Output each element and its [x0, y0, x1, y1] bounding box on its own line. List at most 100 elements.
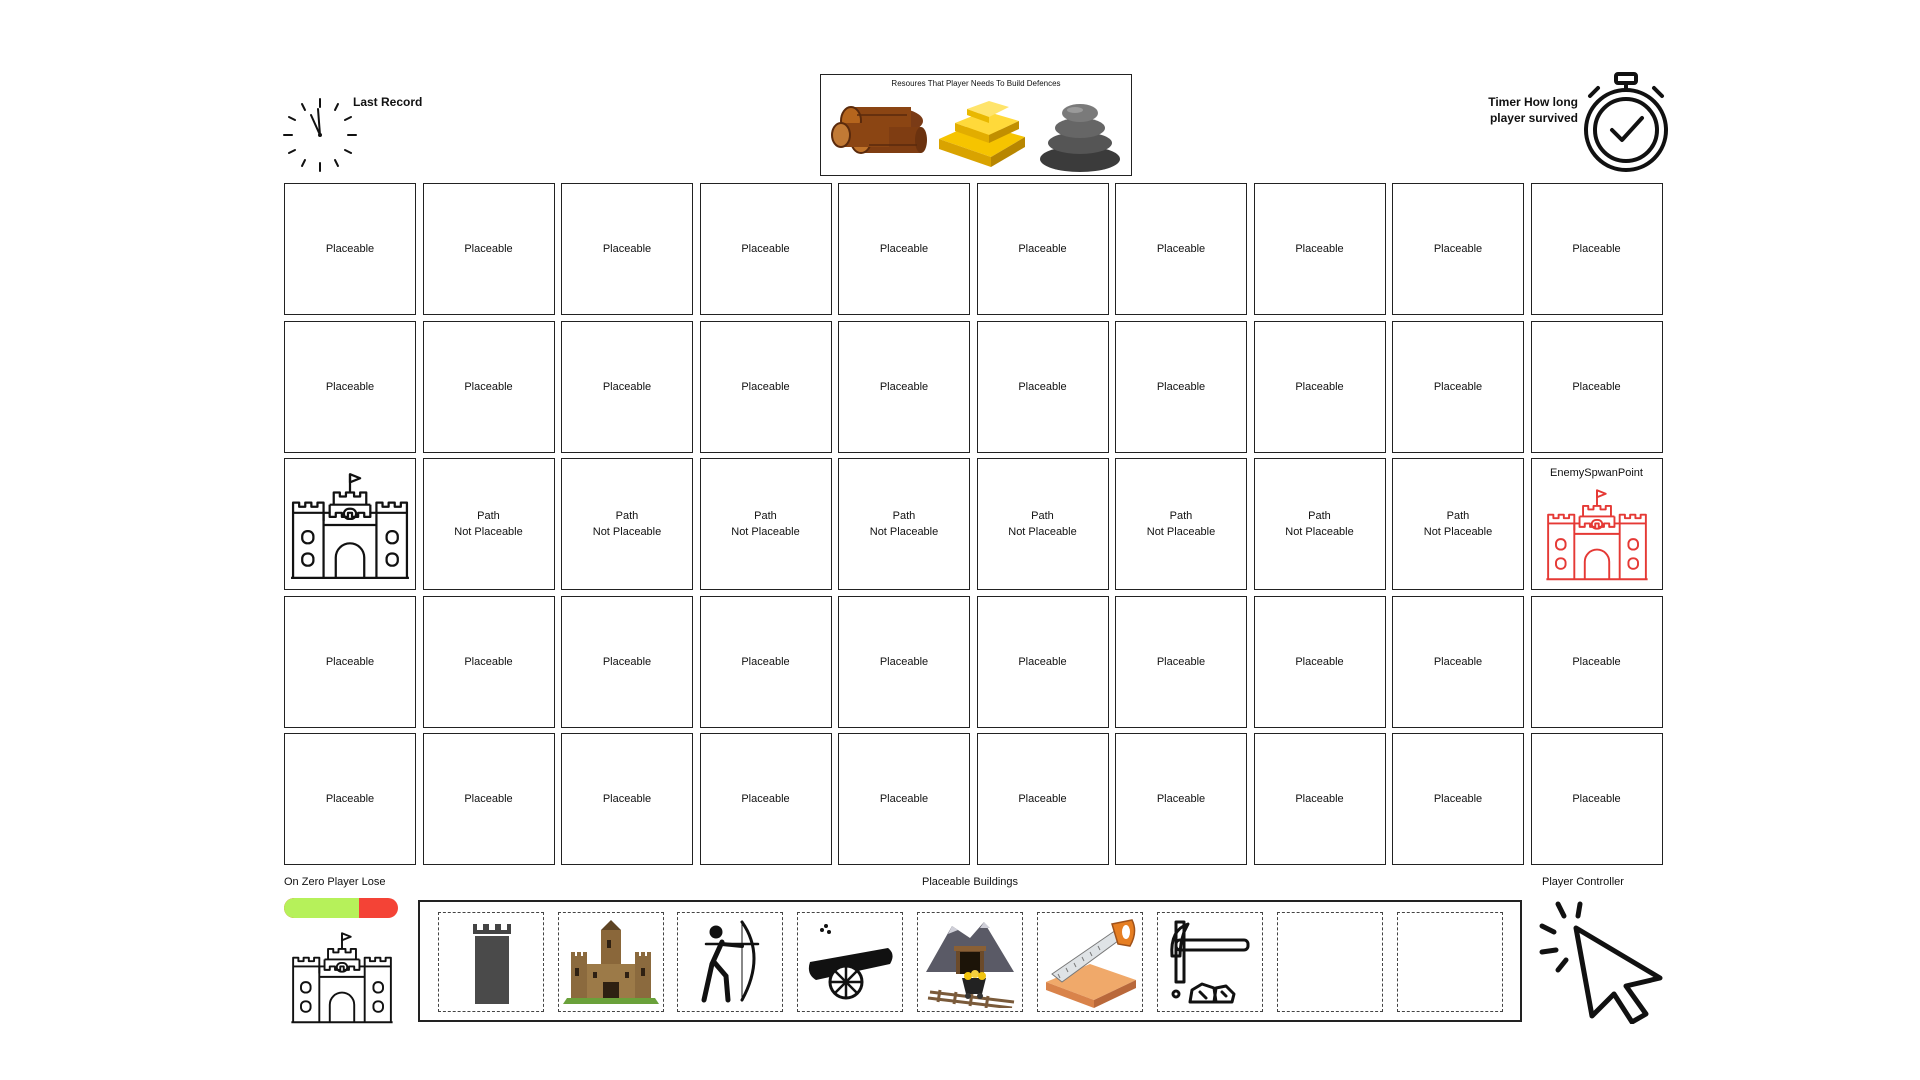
grid-cell-path[interactable]: Path Not Placeable — [1253, 458, 1386, 590]
grid-cell-placeable[interactable]: Placeable — [284, 733, 416, 865]
grid-cell-label: Placeable — [879, 243, 929, 255]
grid-cell-placeable[interactable]: Placeable — [1530, 595, 1663, 728]
grid-cell-label: Path Not Placeable — [1146, 510, 1216, 538]
building-slot-gold-mine[interactable] — [917, 912, 1023, 1012]
grid-cell-placeable[interactable]: Placeable — [1115, 733, 1247, 865]
grid-cell-label: Path Not Placeable — [1008, 510, 1077, 538]
grid-cell-placeable[interactable]: Placeable — [1392, 183, 1524, 315]
grid-cell-path[interactable]: Path Not Placeable — [838, 458, 970, 590]
grid-cell-placeable[interactable]: Placeable — [1253, 595, 1386, 728]
grid-cell-label: Path Not Placeable — [592, 510, 662, 538]
grid-cell-placeable[interactable]: Placeable — [976, 733, 1109, 865]
grid-cell-placeable[interactable]: Placeable — [1253, 733, 1386, 865]
grid-cell-label: Placeable — [879, 655, 929, 668]
grid-cell-placeable[interactable]: Placeable — [699, 595, 832, 728]
grid-cell-label: Placeable — [1156, 243, 1206, 255]
grid-cell-placeable[interactable]: Placeable — [838, 320, 970, 453]
grid-cell-placeable[interactable]: Placeable — [1115, 183, 1247, 315]
cannon-icon — [808, 924, 893, 1000]
grid-cell-placeable[interactable]: Placeable — [422, 595, 555, 728]
grid-cell-label: Path Not Placeable — [869, 510, 939, 538]
grid-cell-label: Placeable — [602, 793, 652, 805]
gold-bars-icon — [939, 101, 1025, 167]
grid-cell-placeable[interactable]: Placeable — [1530, 183, 1663, 315]
player-base-castle-icon — [291, 932, 393, 1024]
grid-cell-placeable[interactable]: Placeable — [838, 733, 970, 865]
grid-cell-placeable[interactable]: Placeable — [284, 320, 416, 453]
click-cursor-icon[interactable] — [1536, 898, 1668, 1024]
building-slot-sawmill[interactable] — [1037, 912, 1143, 1012]
grid-cell-placeable[interactable]: Placeable — [284, 595, 416, 728]
grid-cell-placeable[interactable]: Placeable — [1115, 320, 1247, 453]
grid-cell-placeable[interactable]: Placeable — [422, 183, 555, 315]
grid-cell-path[interactable]: Path Not Placeable — [699, 458, 832, 590]
grid-cell-placeable[interactable]: Placeable — [976, 595, 1109, 728]
grid-cell-path[interactable]: Path Not Placeable — [422, 458, 555, 590]
placeable-buildings-panel — [418, 900, 1522, 1022]
building-slot-archer[interactable] — [677, 912, 783, 1012]
player-health-section: On Zero Player Lose — [284, 872, 404, 1032]
grid-cell-placeable[interactable]: Placeable — [976, 320, 1109, 453]
grid-cell-path[interactable]: Path Not Placeable — [976, 458, 1109, 590]
grid-cell-placeable[interactable]: Placeable — [1115, 595, 1247, 728]
grid-cell-placeable[interactable]: Placeable — [284, 183, 416, 315]
building-slot-quarry[interactable] — [1157, 912, 1263, 1012]
clock-icon — [283, 98, 357, 172]
grid-cell-label: Placeable — [325, 793, 375, 805]
building-slot-tower[interactable] — [438, 912, 544, 1012]
grid-cell-placeable[interactable]: Placeable — [1253, 183, 1386, 315]
grid-cell-enemy-spawn[interactable]: EnemySpwanPoint — [1530, 458, 1663, 590]
building-slot-cannon[interactable] — [797, 912, 903, 1012]
grid-cell-player-castle[interactable] — [284, 458, 416, 590]
grid-cell-placeable[interactable]: Placeable — [838, 183, 970, 315]
grid-cell-placeable[interactable]: Placeable — [1530, 733, 1663, 865]
survival-timer-widget: Timer How long player survived — [1470, 72, 1670, 182]
grid-cell-path[interactable]: Path Not Placeable — [1115, 458, 1247, 590]
player-health-label: On Zero Player Lose — [284, 876, 386, 888]
grid-cell-path[interactable]: Path Not Placeable — [561, 458, 693, 590]
grid-cell-placeable[interactable]: Placeable — [838, 595, 970, 728]
grid-cell-placeable[interactable]: Placeable — [976, 183, 1109, 315]
grid-cell-label: Placeable — [1295, 380, 1344, 393]
grid-cell-label: Placeable — [1018, 380, 1067, 393]
grid-cell-label: Placeable — [464, 380, 513, 393]
grid-cell-placeable[interactable]: Placeable — [1392, 733, 1524, 865]
grid-cell-label: Placeable — [1572, 793, 1621, 805]
placeable-buildings-label: Placeable Buildings — [921, 876, 1018, 888]
grid-cell-label: Placeable — [1156, 793, 1206, 805]
grid-cell-label: Placeable — [464, 243, 513, 255]
resources-panel: Resoures That Player Needs To Build Defe… — [820, 74, 1132, 176]
grid-cell-label: Placeable — [1572, 243, 1621, 255]
grid-cell-placeable[interactable]: Placeable — [699, 320, 832, 453]
grid-cell-label: Placeable — [1572, 655, 1621, 668]
enemy-castle-icon — [1545, 489, 1648, 581]
grid-cell-label: Placeable — [325, 380, 375, 393]
grid-cell-placeable[interactable]: Placeable — [422, 733, 555, 865]
grid-cell-placeable[interactable]: Placeable — [1253, 320, 1386, 453]
wood-logs-icon — [831, 106, 927, 154]
grid-cell-path[interactable]: Path Not Placeable — [1392, 458, 1524, 590]
grid-cell-label: Path Not Placeable — [1423, 510, 1493, 538]
gold-mine-icon — [926, 922, 1015, 1008]
building-slot-empty-1[interactable] — [1277, 912, 1383, 1012]
grid-cell-label: Placeable — [1295, 793, 1344, 805]
grid-cell-placeable[interactable]: Placeable — [1392, 595, 1524, 728]
grid-cell-placeable[interactable]: Placeable — [561, 595, 693, 728]
grid-cell-placeable[interactable]: Placeable — [422, 320, 555, 453]
grid-cell-placeable[interactable]: Placeable — [699, 733, 832, 865]
grid-cell-placeable[interactable]: Placeable — [561, 183, 693, 315]
archer-icon — [701, 920, 760, 1003]
grid-cell-label: Placeable — [1433, 243, 1483, 255]
stone-pile-icon — [1040, 104, 1120, 172]
tower-icon — [473, 924, 511, 1004]
grid-cell-placeable[interactable]: Placeable — [699, 183, 832, 315]
grid-cell-placeable[interactable]: Placeable — [561, 320, 693, 453]
grid-cell-label: Placeable — [741, 380, 790, 393]
grid-cell-placeable[interactable]: Placeable — [561, 733, 693, 865]
building-slot-empty-2[interactable] — [1397, 912, 1503, 1012]
grid-cell-placeable[interactable]: Placeable — [1530, 320, 1663, 453]
building-slot-fortress[interactable] — [558, 912, 664, 1012]
fortress-icon — [563, 920, 659, 1004]
grid-cell-placeable[interactable]: Placeable — [1392, 320, 1524, 453]
